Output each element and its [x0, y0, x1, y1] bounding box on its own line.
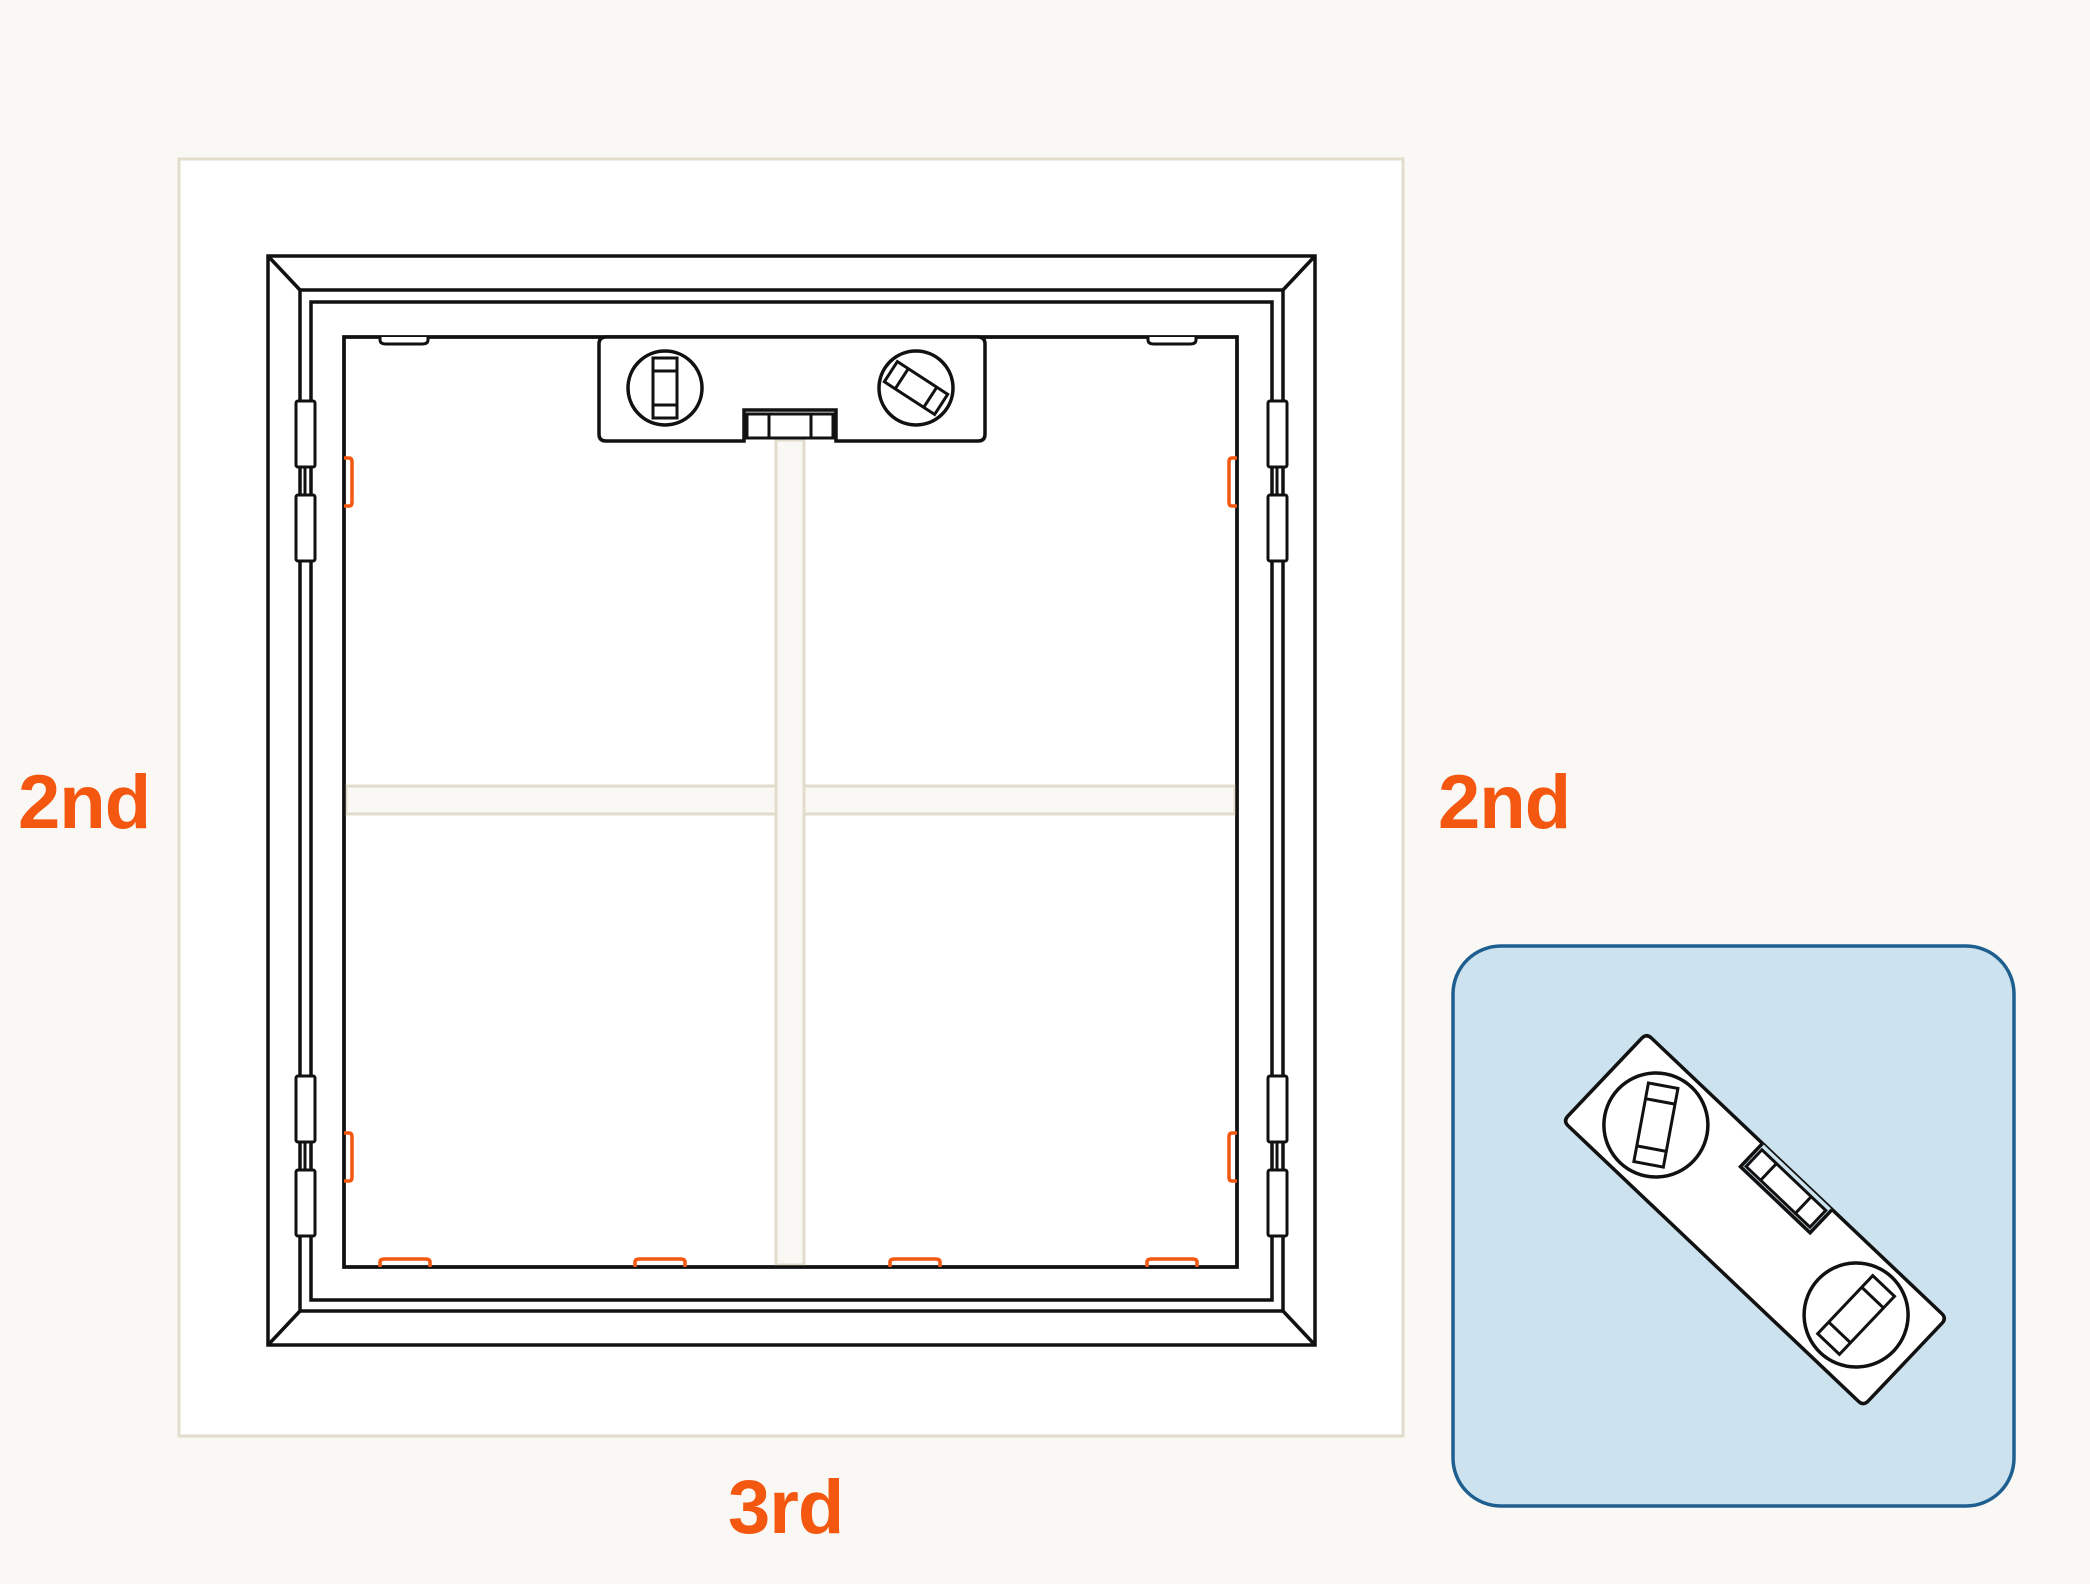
orange-tabs: [344, 456, 1237, 1267]
right-side-label: 2nd: [1438, 760, 1571, 845]
backing-grid: [344, 438, 1237, 1267]
top-tabs: [378, 337, 1198, 346]
tilted-level-icon: [1563, 1034, 1946, 1406]
sawtooth-hanger-with-levels-icon: [597, 335, 987, 443]
left-side-label: 2nd: [18, 760, 151, 845]
turn-clips: [294, 399, 1289, 1238]
bottom-side-label: 3rd: [728, 1465, 844, 1550]
